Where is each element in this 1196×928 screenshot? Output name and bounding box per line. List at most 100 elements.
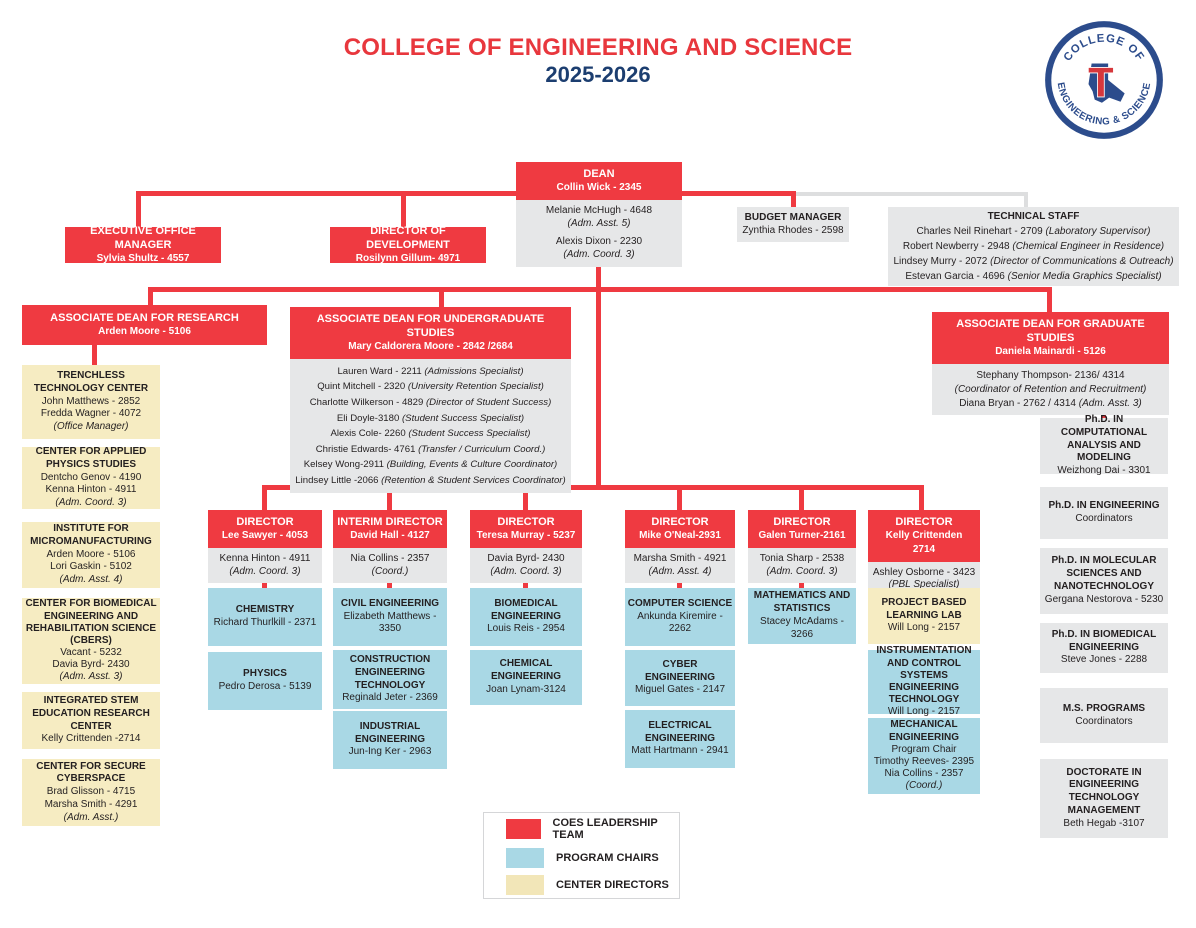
text-line: CYBER ENGINEERING — [644, 658, 715, 683]
text-line: Program Chair — [891, 743, 957, 755]
text-line: Stephany Thompson- 2136/ 4314 — [976, 369, 1125, 381]
text-line: CIVIL ENGINEERING — [340, 597, 440, 609]
doctorate-eng-tech-mgmt-box-body: DOCTORATE IN ENGINEERING TECHNOLOGY MANA… — [1040, 765, 1168, 833]
text-line: Vacant - 5232 — [60, 647, 122, 659]
connector-line — [523, 485, 528, 512]
doctorate-eng-tech-mgmt-box: DOCTORATE IN ENGINEERING TECHNOLOGY MANA… — [1040, 759, 1168, 838]
text-line: John Matthews - 2852 — [41, 395, 141, 407]
text-line: Will Long - 2157 — [887, 706, 961, 718]
text-line: Davia Byrd- 2430 — [487, 552, 565, 564]
text-line: PHYSICS — [243, 668, 287, 680]
connector-line — [262, 485, 924, 490]
text-line: (Coord.) — [371, 565, 409, 577]
header-line: Mary Caldorera Moore - 2842 /2684 — [348, 341, 513, 353]
text-line: Marsha Smith - 4921 — [633, 552, 727, 564]
text-line: Fredda Wagner - 4072 — [40, 408, 142, 420]
text-line: CENTER FOR SECURE CYBERSPACE — [36, 760, 146, 785]
text-line: Quint Mitchell - 2320 (University Retent… — [317, 381, 544, 393]
connector-line — [596, 287, 601, 488]
college-logo-badge-icon: COLLEGE OF ENGINEERING & SCIENCE T — [1045, 21, 1163, 139]
integrated-stem-center-box: INTEGRATED STEM EDUCATION RESEARCH CENTE… — [22, 692, 160, 749]
text-line: Ph.D. IN BIOMEDICAL ENGINEERING — [1051, 628, 1157, 653]
legend: COES LEADERSHIP TEAM PROGRAM CHAIRS CENT… — [483, 812, 680, 899]
louisiana-state-icon — [1088, 63, 1125, 103]
associate-dean-undergraduate-box-body: Lauren Ward - 2211 (Admissions Specialis… — [290, 358, 571, 494]
text-line: Ankunda Kiremire - 2262 — [637, 610, 723, 635]
text-line: Nia Collins - 2357 — [350, 552, 430, 564]
text-line: Reginald Jeter - 2369 — [342, 692, 438, 704]
connector-line — [682, 192, 1028, 196]
connector-line — [136, 191, 141, 228]
text-line: CHEMICAL ENGINEERING — [490, 658, 561, 683]
text-line: Miguel Gates - 2147 — [634, 684, 726, 696]
header-line: ASSOCIATE DEAN FOR GRADUATE STUDIES — [956, 318, 1145, 345]
text-line: Kelsey Wong-2911 (Building, Events & Cul… — [303, 459, 558, 471]
text-line: INTEGRATED STEM EDUCATION RESEARCH CENTE… — [32, 694, 150, 732]
connector-line — [401, 191, 406, 228]
text-line: Gergana Nestorova - 5230 — [1044, 593, 1164, 605]
connector-line — [791, 191, 796, 209]
text-line: Weizhong Dai - 3301 — [1057, 465, 1151, 477]
text-line: PROJECT BASED LEARNING LAB — [881, 596, 967, 621]
text-line: CONSTRUCTION ENGINEERING TECHNOLOGY — [349, 653, 431, 691]
legend-label: CENTER DIRECTORS — [556, 878, 669, 891]
dean-box-body: Melanie McHugh - 4648(Adm. Asst. 5)Alexi… — [516, 199, 682, 268]
text-line: Davia Byrd- 2430 — [52, 659, 130, 671]
text-line: (Adm. Asst. 4) — [59, 574, 123, 586]
connector-line — [682, 191, 796, 196]
header-line: Daniela Mainardi - 5126 — [995, 346, 1106, 358]
text-line: TRENCHLESS TECHNOLOGY CENTER — [33, 370, 149, 394]
phd-molecular-nanotech-box-body: Ph.D. IN MOLECULAR SCIENCES AND NANOTECH… — [1040, 553, 1168, 608]
instrumentation-control-systems-box: INSTRUMENTATION AND CONTROL SYSTEMS ENGI… — [868, 645, 980, 717]
text-line: Nia Collins - 2357 — [884, 768, 964, 780]
text-line: (Coord.) — [905, 780, 943, 792]
text-line: MATHEMATICS AND STATISTICS — [753, 590, 851, 615]
text-line: (Coordinator of Retention and Recruitmen… — [954, 383, 1147, 395]
text-line: (Adm. Asst. 5) — [567, 217, 631, 229]
header-line: INTERIM DIRECTOR — [337, 516, 443, 528]
text-line: (Adm. Asst. 4) — [648, 565, 712, 577]
text-line: Ph.D. IN MOLECULAR SCIENCES AND NANOTECH… — [1051, 555, 1157, 592]
text-line: INSTITUTE FOR MICROMANUFACTURING — [30, 523, 152, 547]
header-line: DIRECTOR — [236, 516, 294, 528]
header-line: EXECUTIVE OFFICE MANAGER — [90, 225, 196, 252]
text-line: INDUSTRIAL ENGINEERING — [354, 720, 425, 745]
connector-line — [92, 343, 97, 366]
legend-item-program-chairs: PROGRAM CHAIRS — [506, 847, 679, 868]
text-line: BIOMEDICAL ENGINEERING — [490, 597, 561, 622]
text-line: (Adm. Coord. 3) — [55, 497, 127, 509]
header-line: Rosilynn Gillum- 4971 — [355, 253, 461, 265]
